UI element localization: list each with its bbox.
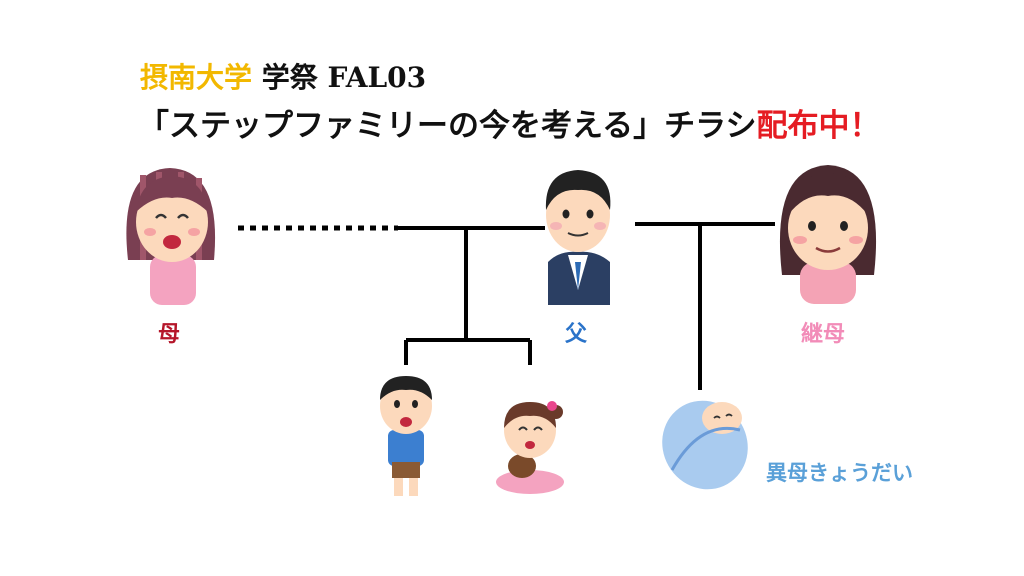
label-father: 父: [565, 322, 588, 347]
title-line-1: 摂南大学 学祭 FAL03: [140, 56, 426, 96]
university-name: 摂南大学: [140, 61, 253, 94]
event-name: 学祭 FAL03: [261, 61, 427, 94]
father-illustration: [545, 170, 611, 305]
daughter-illustration: [496, 401, 564, 494]
family-tree-lines: [238, 222, 775, 390]
label-half-sibling: 異母きょうだい: [766, 461, 913, 485]
label-mother: 母: [158, 322, 181, 347]
title-line-2: 「ステップファミリーの今を考える」チラシ配布中！: [138, 100, 880, 145]
son-illustration: [380, 376, 432, 496]
label-stepmother: 継母: [801, 322, 846, 347]
half-sibling-baby-illustration: [662, 400, 748, 490]
mother-illustration: [126, 168, 216, 305]
stepmother-illustration: [779, 165, 877, 304]
flyer-title: 「ステップファミリーの今を考える」チラシ: [138, 108, 757, 144]
distribution-notice: 配布中！: [756, 108, 881, 144]
